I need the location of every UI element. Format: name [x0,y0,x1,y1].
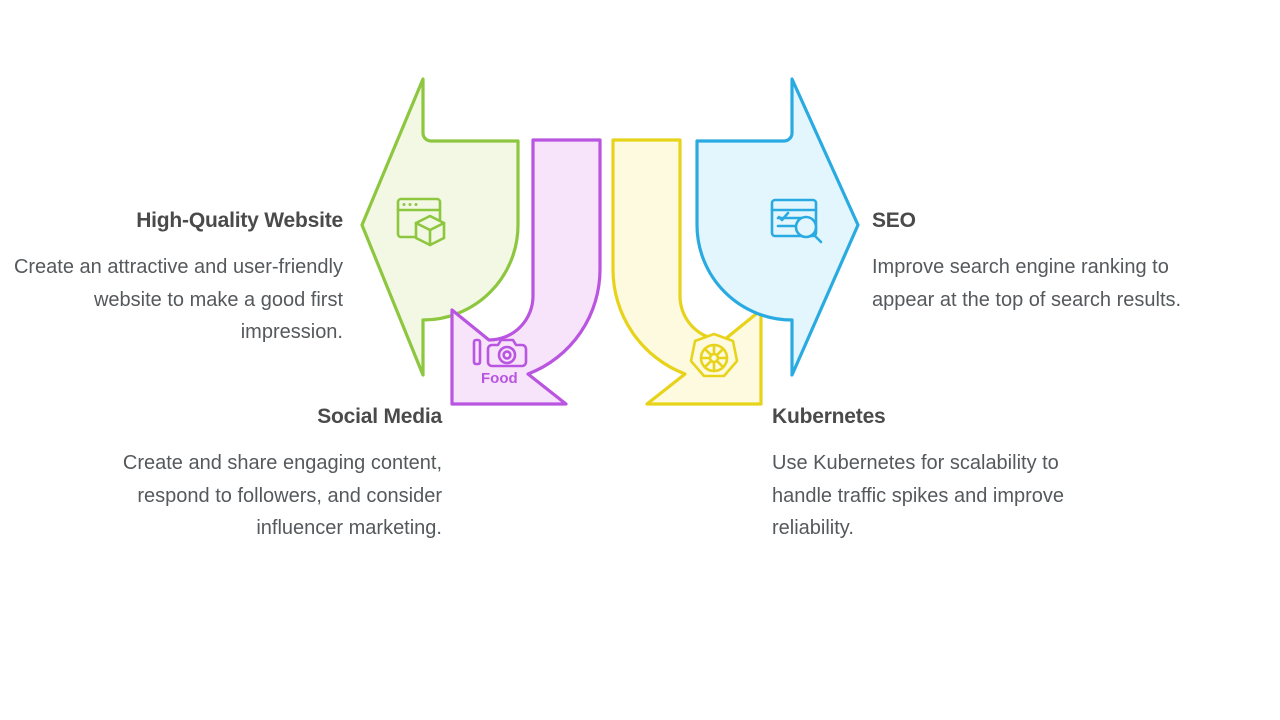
item-kubernetes: Kubernetes Use Kubernetes for scalabilit… [772,404,1117,544]
item-description-seo: Improve search engine ranking to appear … [872,256,1182,311]
item-description-high-quality-website: Create an attractive and user-friendly w… [13,256,343,343]
arrow-kubernetes[interactable] [611,138,763,406]
food-camera-icon: Food [472,338,528,387]
item-description-kubernetes: Use Kubernetes for scalability to handle… [772,452,1065,539]
item-seo: SEO Improve search engine ranking to app… [872,208,1217,316]
arrow-social-media[interactable] [450,138,602,406]
item-title-kubernetes: Kubernetes [772,405,886,428]
search-results-magnifier-icon [770,198,823,244]
food-camera-icon-label: Food [481,370,518,387]
browser-cube-icon [396,197,446,247]
kubernetes-helm-icon [689,332,739,378]
item-social-media: Social Media Create and share engaging c… [70,404,442,544]
item-title-social-media: Social Media [317,405,442,428]
item-high-quality-website: High-Quality Website Create an attractiv… [10,208,343,348]
item-description-social-media: Create and share engaging content, respo… [122,452,442,539]
item-title-high-quality-website: High-Quality Website [136,209,343,232]
item-title-seo: SEO [872,209,916,232]
